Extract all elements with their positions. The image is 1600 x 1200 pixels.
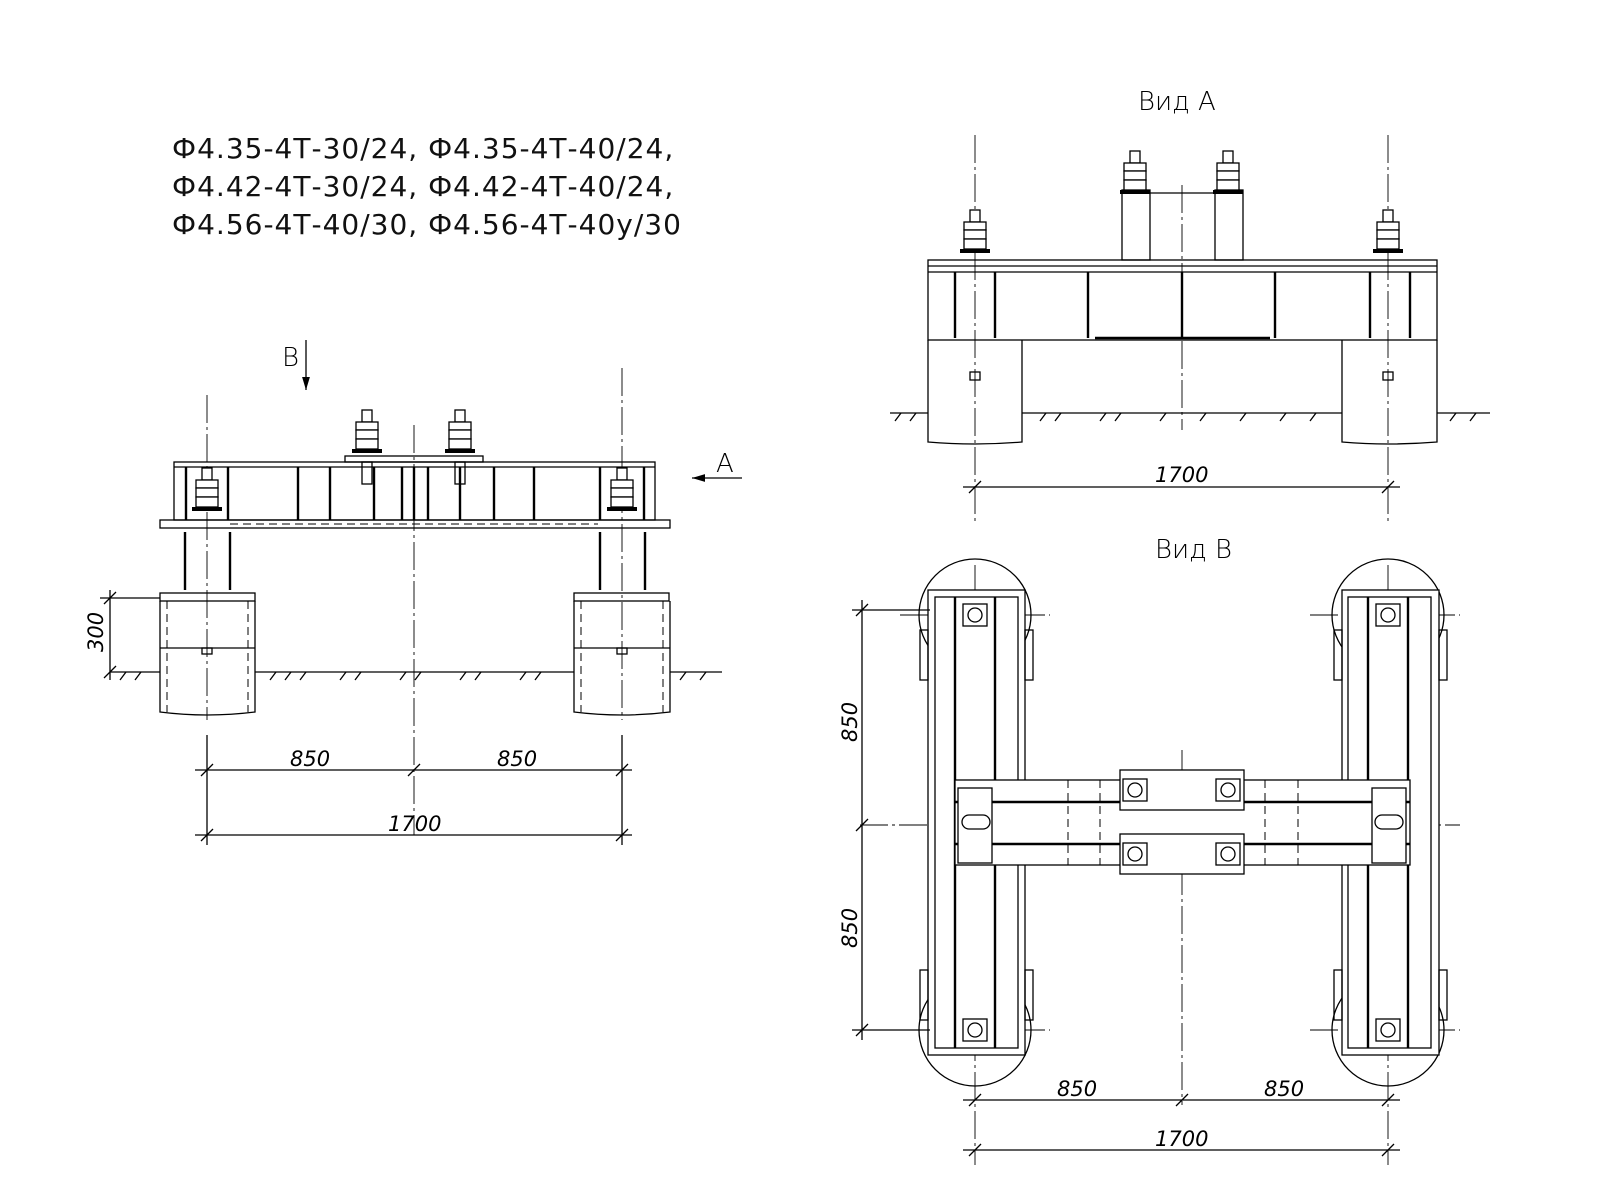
view-a-dim-1700: 1700 xyxy=(1155,463,1208,487)
side-view: B A 300 850 850 1700 xyxy=(84,340,742,845)
view-b: Вид В xyxy=(838,535,1460,1165)
model-line: Ф4.56-4Т-40/30, Ф4.56-4Т-40у/30 xyxy=(172,208,682,241)
crossbeam xyxy=(954,769,1411,875)
view-b-title: Вид В xyxy=(1155,535,1232,565)
model-line: Ф4.35-4Т-30/24, Ф4.35-4Т-40/24, xyxy=(172,132,675,165)
view-b-dim-850-left: 850 xyxy=(1057,1077,1097,1101)
dim-height-300: 300 xyxy=(84,612,108,652)
view-marker-a: A xyxy=(716,449,734,479)
model-line: Ф4.42-4Т-30/24, Ф4.42-4Т-40/24, xyxy=(172,170,675,203)
view-marker-b: B xyxy=(282,343,299,373)
view-a-title: Вид А xyxy=(1138,87,1216,117)
dim-1700: 1700 xyxy=(388,812,441,836)
view-b-dim-850-right: 850 xyxy=(1264,1077,1304,1101)
view-a: Вид А 1700 xyxy=(890,87,1490,525)
model-list: Ф4.35-4Т-30/24, Ф4.35-4Т-40/24, Ф4.42-4Т… xyxy=(172,130,682,244)
view-b-dim-1700: 1700 xyxy=(1155,1127,1208,1151)
view-b-dim-850-bottom: 850 xyxy=(838,908,862,948)
view-b-dim-850-top: 850 xyxy=(838,702,862,742)
dim-850-left: 850 xyxy=(290,747,330,771)
dim-850-right: 850 xyxy=(497,747,537,771)
